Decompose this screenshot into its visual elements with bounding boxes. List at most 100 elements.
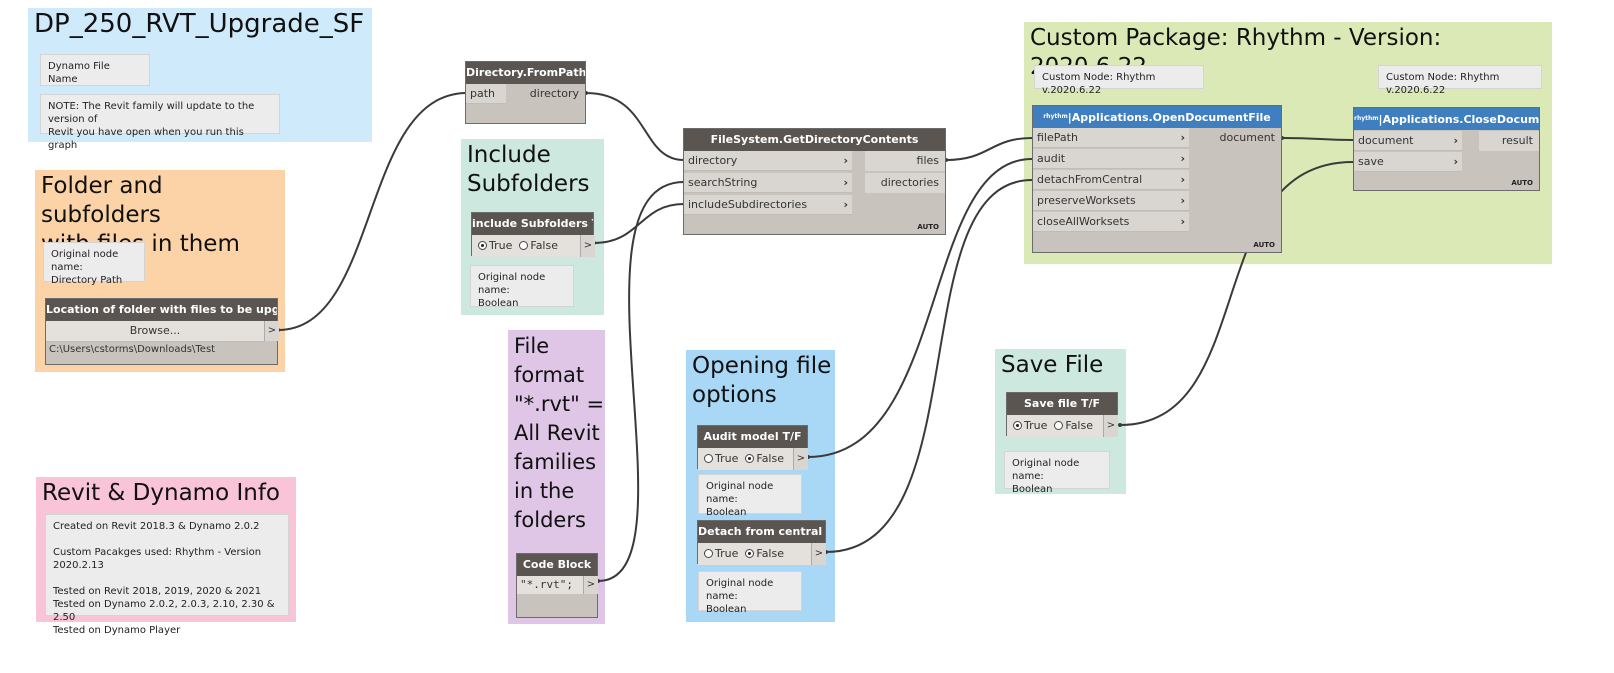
group-title: Save File	[1001, 352, 1104, 378]
node-title-text: Applications.OpenDocumentFile	[1071, 111, 1271, 124]
bool-toggle[interactable]: True False	[698, 448, 793, 470]
chevron-right-icon: ›	[1453, 134, 1458, 147]
node-title: rhythm|Applications.CloseDocument	[1354, 108, 1539, 130]
node-audit-model[interactable]: Audit model T/F True False >	[697, 425, 808, 470]
radio-false-icon[interactable]	[745, 454, 755, 463]
radio-false-icon[interactable]	[519, 241, 529, 250]
node-close-document[interactable]: rhythm|Applications.CloseDocument docume…	[1353, 107, 1540, 191]
node-title: Directory.FromPath	[466, 62, 585, 84]
note-boolean: Original node name: Boolean	[698, 474, 802, 518]
input-port-directory[interactable]: directory›	[684, 151, 852, 171]
input-port-preserveworksets[interactable]: preserveWorksets›	[1033, 191, 1189, 211]
node-include-subfolders[interactable]: include Subfolders T/F True False >	[471, 212, 595, 257]
true-label: True	[489, 239, 513, 252]
output-port-directories[interactable]: directories	[865, 173, 945, 193]
input-port-detachfromcentral[interactable]: detachFromCentral›	[1033, 170, 1189, 190]
rhythm-badge: rhythm	[1354, 115, 1379, 122]
input-port-document[interactable]: document ›	[1354, 131, 1462, 151]
group-title: Opening file options	[692, 353, 832, 408]
node-title: Save file T/F	[1007, 393, 1117, 415]
output-port[interactable]: >	[264, 321, 279, 341]
wire-codeblock-to-getcontents	[597, 181, 685, 582]
input-port-path[interactable]: path	[466, 84, 506, 104]
radio-true-icon[interactable]	[478, 241, 487, 250]
output-port[interactable]: >	[793, 448, 808, 470]
true-label: True	[715, 547, 739, 560]
note-boolean: Original node name: Boolean	[1004, 451, 1110, 495]
wire-frompath-to-getcontents	[585, 92, 685, 161]
bool-toggle[interactable]: True False	[698, 543, 811, 565]
note-custom-node: Custom Node: Rhythm v.2020.6.22	[1378, 65, 1542, 96]
wire-document-to-closedoc	[1281, 137, 1354, 141]
input-port-audit[interactable]: audit ›	[1033, 149, 1189, 169]
bool-toggle[interactable]: True False	[472, 235, 581, 257]
node-title-text: Applications.CloseDocument	[1382, 113, 1539, 126]
node-title: Detach from central T/F	[698, 521, 825, 543]
node-code-block[interactable]: Code Block "*.rvt"; >	[516, 553, 598, 618]
true-label: True	[715, 452, 739, 465]
port-label: audit	[1037, 152, 1066, 165]
input-port-searchstring[interactable]: searchString ›	[684, 173, 852, 193]
group-title: Revit & Dynamo Info	[42, 480, 280, 506]
group-info: Revit & Dynamo Info Created on Revit 201…	[36, 477, 296, 636]
node-title: Code Block	[517, 554, 597, 576]
output-port[interactable]: >	[1103, 415, 1118, 437]
wire-detach-to-opendoc	[825, 179, 1033, 553]
false-label: False	[756, 547, 784, 560]
chevron-right-icon: ›	[1180, 173, 1185, 186]
radio-true-icon[interactable]	[704, 454, 713, 463]
false-label: False	[756, 452, 784, 465]
chevron-right-icon: ›	[1180, 152, 1185, 165]
input-port-closeallworksets[interactable]: closeAllWorksets›	[1033, 212, 1189, 232]
chevron-right-icon: ›	[1180, 215, 1185, 228]
node-get-directory-contents[interactable]: FileSystem.GetDirectoryContents director…	[683, 128, 946, 235]
wire-save-to-closedoc	[1119, 161, 1354, 426]
port-label: searchString	[688, 176, 758, 189]
chevron-right-icon: ›	[843, 176, 848, 189]
false-label: False	[1065, 419, 1093, 432]
output-port-files[interactable]: files	[865, 151, 945, 171]
node-directory-path[interactable]: Location of folder with files to be upgr…	[45, 298, 279, 365]
node-directory-frompath[interactable]: Directory.FromPath path directory	[465, 61, 586, 124]
chevron-right-icon: ›	[843, 154, 848, 167]
port-label: includeSubdirectories	[688, 198, 808, 211]
group-opening: Opening file options Original node name:…	[686, 350, 835, 622]
port-label: document	[1358, 134, 1414, 147]
code-input[interactable]: "*.rvt";	[517, 576, 583, 594]
radio-true-icon[interactable]	[704, 549, 713, 558]
output-port[interactable]: >	[583, 576, 598, 594]
input-port-save[interactable]: save›	[1354, 152, 1462, 172]
chevron-right-icon: ›	[1180, 131, 1185, 144]
chevron-right-icon: ›	[1453, 155, 1458, 168]
browse-button[interactable]: Browse...	[46, 321, 264, 342]
note-dynamo-file-name: Dynamo File Name	[40, 54, 150, 86]
wire-directorypath-to-frompath	[277, 92, 468, 331]
group-title: DP_250_RVT_Upgrade_SF	[34, 9, 365, 39]
output-port[interactable]: >	[580, 235, 595, 257]
output-port-result[interactable]: result	[1479, 131, 1539, 151]
group-title: Include Subfolders	[467, 142, 590, 197]
output-port-directory[interactable]: directory	[529, 87, 579, 100]
output-port-document[interactable]: document	[1219, 131, 1276, 144]
bool-toggle[interactable]: True False	[1007, 415, 1103, 437]
group-title: File format "*.rvt" = All Revit families…	[514, 334, 605, 532]
node-title: include Subfolders T/F	[472, 213, 593, 235]
node-detach-central[interactable]: Detach from central T/F True False >	[697, 520, 826, 565]
radio-false-icon[interactable]	[1054, 421, 1064, 430]
rhythm-badge: rhythm	[1043, 113, 1068, 120]
port-label: preserveWorksets	[1037, 194, 1136, 207]
node-title: Location of folder with files to be upgr…	[46, 299, 277, 321]
radio-false-icon[interactable]	[745, 549, 755, 558]
input-port-filepath[interactable]: filePath›	[1033, 128, 1189, 148]
radio-true-icon[interactable]	[1013, 421, 1022, 430]
node-title: FileSystem.GetDirectoryContents	[684, 129, 945, 151]
node-title: Audit model T/F	[698, 426, 807, 448]
output-port[interactable]: >	[811, 543, 826, 565]
group-header: DP_250_RVT_Upgrade_SF Dynamo File Name N…	[28, 8, 372, 151]
node-save-file[interactable]: Save file T/F True False >	[1006, 392, 1118, 437]
input-port-includesubdirectories[interactable]: includeSubdirectories›	[684, 195, 852, 215]
node-open-document[interactable]: rhythm|Applications.OpenDocumentFile fil…	[1032, 105, 1282, 253]
note-revit-dynamo-info: Created on Revit 2018.3 & Dynamo 2.0.2 C…	[45, 514, 289, 636]
wire-audit-to-opendoc	[807, 158, 1033, 458]
